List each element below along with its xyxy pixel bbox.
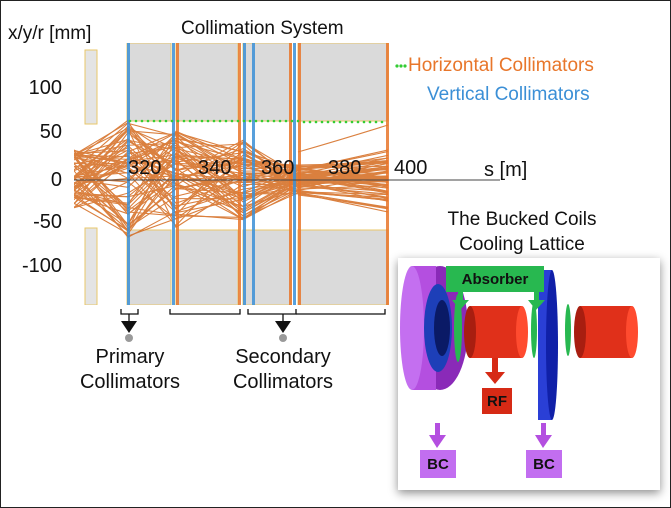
absorber-label: Absorber xyxy=(461,271,529,288)
x-tick: 340 xyxy=(198,157,232,179)
y-tick: 0 xyxy=(50,169,62,191)
x-tick: 360 xyxy=(261,157,295,179)
bc-coil-right xyxy=(538,270,558,420)
particle-tracks xyxy=(74,119,389,238)
secondary-arrow-icon xyxy=(275,321,291,333)
y-axis-title: x/y/r [mm] xyxy=(8,23,92,44)
aperture-block xyxy=(242,43,292,122)
bc-box-left xyxy=(420,450,456,478)
rf-box xyxy=(482,388,512,414)
x-tick: 320 xyxy=(128,157,162,179)
primary-label-line1: Primary xyxy=(95,346,165,368)
aperture-block xyxy=(175,43,239,122)
x-tick: 400 xyxy=(394,157,428,179)
primary-collimators-label: Primary Collimators xyxy=(78,345,182,395)
legend-vertical-collimators: Vertical Collimators xyxy=(427,84,590,105)
y-tick: -50 xyxy=(33,211,62,233)
lattice-title-line1: The Bucked Coils xyxy=(447,209,597,230)
y-tick: 50 xyxy=(39,121,62,143)
aperture-block xyxy=(175,229,239,305)
aperture-dots xyxy=(128,119,384,124)
bc-label-right: BC xyxy=(533,456,555,473)
bc-box-right xyxy=(526,450,562,478)
aperture-block xyxy=(126,229,172,305)
aperture-block xyxy=(297,229,389,305)
rf-label: RF xyxy=(487,393,507,410)
bc-label-left: BC xyxy=(427,456,449,473)
aperture-block xyxy=(84,49,98,125)
aperture-block xyxy=(297,43,389,122)
collimator-brackets xyxy=(120,309,386,330)
aperture-block xyxy=(126,43,172,122)
secondary-collimators-label: Secondary Collimators xyxy=(222,345,344,395)
y-tick: 100 xyxy=(28,77,62,99)
absorber-box xyxy=(446,266,544,292)
lattice-title: The Bucked Coils Cooling Lattice xyxy=(422,208,622,257)
absorber-disc xyxy=(454,294,462,362)
secondary-label-line1: Secondary xyxy=(235,346,331,368)
aperture-block xyxy=(242,229,292,305)
plot-title: Collimation System xyxy=(181,18,344,39)
secondary-label-line2: Collimators xyxy=(232,371,334,393)
x-axis-title: s [m] xyxy=(484,159,528,181)
collimator-jaws xyxy=(127,43,389,305)
aperture-block xyxy=(84,227,98,305)
primary-label-line2: Collimators xyxy=(79,371,181,393)
legend-horizontal-collimators: Horizontal Collimators xyxy=(408,55,594,76)
primary-arrow-icon xyxy=(121,321,137,333)
lattice-render xyxy=(400,266,638,478)
bc-coil-left xyxy=(400,266,468,390)
x-tick: 380 xyxy=(328,157,362,179)
lattice-title-line2: Cooling Lattice xyxy=(459,233,585,255)
cooling-lattice-inset: Absorber RF BC BC xyxy=(398,258,660,490)
y-tick: -100 xyxy=(21,255,62,277)
rf-cavity xyxy=(464,306,528,358)
